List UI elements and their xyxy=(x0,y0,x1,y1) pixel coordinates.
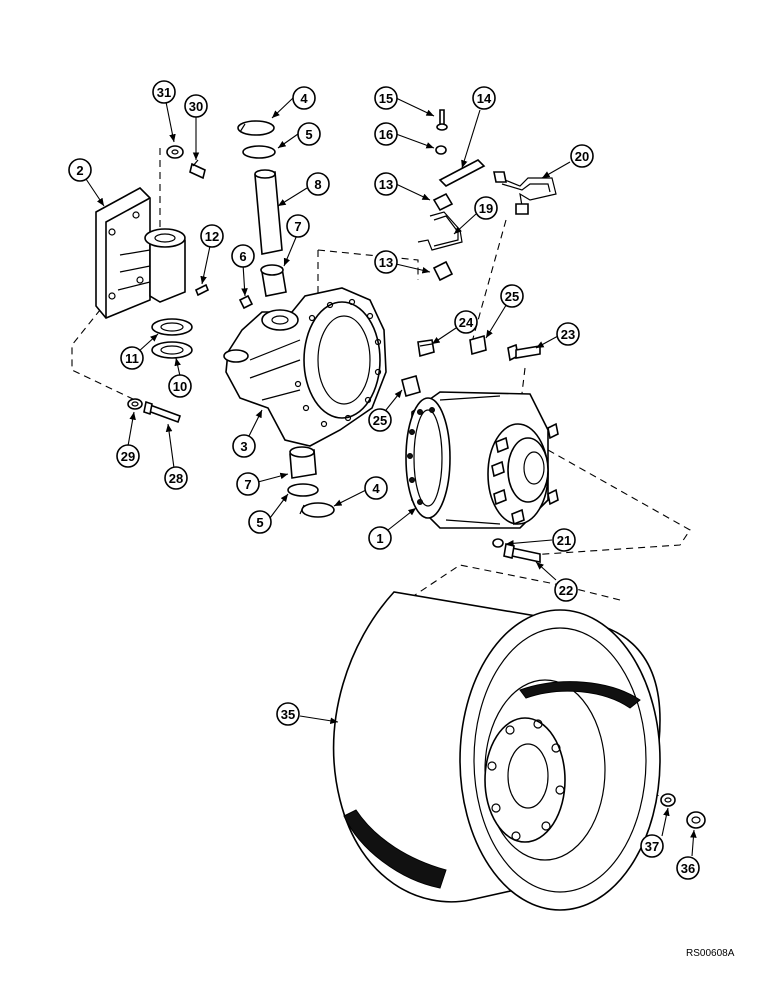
svg-text:28: 28 xyxy=(169,471,183,486)
hardware-bracket xyxy=(127,145,210,424)
hub-bolt-ring xyxy=(407,407,435,505)
callout-31: 31 xyxy=(152,80,176,104)
hydraulic-fittings xyxy=(401,109,557,397)
steering-knuckle-icon xyxy=(223,287,387,447)
callout-13-lower: 13 xyxy=(374,250,398,274)
svg-text:10: 10 xyxy=(173,379,187,394)
svg-text:19: 19 xyxy=(479,201,493,216)
svg-text:5: 5 xyxy=(256,515,263,530)
svg-text:15: 15 xyxy=(379,91,393,106)
callout-21: 21 xyxy=(552,528,576,552)
hub-hardware xyxy=(492,538,541,563)
svg-text:22: 22 xyxy=(559,583,573,598)
svg-text:16: 16 xyxy=(379,127,393,142)
svg-text:7: 7 xyxy=(244,477,251,492)
callout-13-upper: 13 xyxy=(374,172,398,196)
callout-25-lower: 25 xyxy=(368,408,392,432)
svg-text:4: 4 xyxy=(372,481,380,496)
callout-1: 1 xyxy=(368,526,392,550)
callout-6: 6 xyxy=(231,244,255,268)
callout-4-upper: 4 xyxy=(292,86,316,110)
svg-text:25: 25 xyxy=(373,413,387,428)
svg-text:7: 7 xyxy=(294,219,301,234)
svg-text:4: 4 xyxy=(300,91,308,106)
callout-19: 19 xyxy=(474,196,498,220)
rim-bolt-holes xyxy=(487,719,565,841)
svg-text:30: 30 xyxy=(189,99,203,114)
svg-text:11: 11 xyxy=(125,351,139,366)
svg-text:12: 12 xyxy=(205,229,219,244)
svg-text:36: 36 xyxy=(681,861,695,876)
callout-29: 29 xyxy=(116,444,140,468)
svg-text:21: 21 xyxy=(557,533,571,548)
svg-text:13: 13 xyxy=(379,255,393,270)
callout-3: 3 xyxy=(232,434,256,458)
svg-text:6: 6 xyxy=(239,249,246,264)
svg-text:23: 23 xyxy=(561,327,575,342)
drawing-code: RS00608A xyxy=(686,948,735,959)
callout-5-lower: 5 xyxy=(248,510,272,534)
wheel-rim-icon xyxy=(332,591,661,911)
callout-20: 20 xyxy=(570,144,594,168)
svg-text:24: 24 xyxy=(459,315,474,330)
wheel-motor-hub-icon xyxy=(405,391,559,529)
wheel-hardware xyxy=(660,793,706,829)
leader-lines xyxy=(83,97,697,857)
callout-15: 15 xyxy=(374,86,398,110)
svg-text:29: 29 xyxy=(121,449,135,464)
svg-text:37: 37 xyxy=(645,839,659,854)
callouts: 31 30 4 5 8 2 12 6 7 11 10 3 29 28 7 4 5… xyxy=(68,80,700,880)
svg-text:25: 25 xyxy=(505,289,519,304)
callout-2: 2 xyxy=(68,158,92,182)
callout-30: 30 xyxy=(184,94,208,118)
svg-text:14: 14 xyxy=(477,91,492,106)
callout-11: 11 xyxy=(120,346,144,370)
callout-24: 24 xyxy=(454,310,478,334)
svg-text:31: 31 xyxy=(157,85,171,100)
king-pin-group xyxy=(237,120,287,310)
svg-text:3: 3 xyxy=(240,439,247,454)
callout-37: 37 xyxy=(640,834,664,858)
svg-text:8: 8 xyxy=(314,177,321,192)
callout-8: 8 xyxy=(306,172,330,196)
callout-14: 14 xyxy=(472,86,496,110)
callout-23: 23 xyxy=(556,322,580,346)
callout-22: 22 xyxy=(554,578,578,602)
callout-36: 36 xyxy=(676,856,700,880)
svg-text:35: 35 xyxy=(281,707,295,722)
callout-10: 10 xyxy=(168,374,192,398)
lower-pin-hardware xyxy=(287,446,335,518)
knuckle-bolt-holes xyxy=(294,298,382,428)
callout-5-upper: 5 xyxy=(297,122,321,146)
hub-studs xyxy=(491,422,559,526)
callout-12: 12 xyxy=(200,224,224,248)
svg-text:13: 13 xyxy=(379,177,393,192)
svg-text:5: 5 xyxy=(305,127,312,142)
callout-7-lower: 7 xyxy=(236,472,260,496)
callout-25-upper: 25 xyxy=(500,284,524,308)
callout-7-upper: 7 xyxy=(286,214,310,238)
svg-text:2: 2 xyxy=(76,163,83,178)
svg-text:20: 20 xyxy=(575,149,589,164)
callout-35: 35 xyxy=(276,702,300,726)
svg-text:1: 1 xyxy=(376,531,383,546)
callout-28: 28 xyxy=(164,466,188,490)
callout-4-lower: 4 xyxy=(364,476,388,500)
callout-16: 16 xyxy=(374,122,398,146)
mounting-bracket-icon xyxy=(95,187,186,319)
